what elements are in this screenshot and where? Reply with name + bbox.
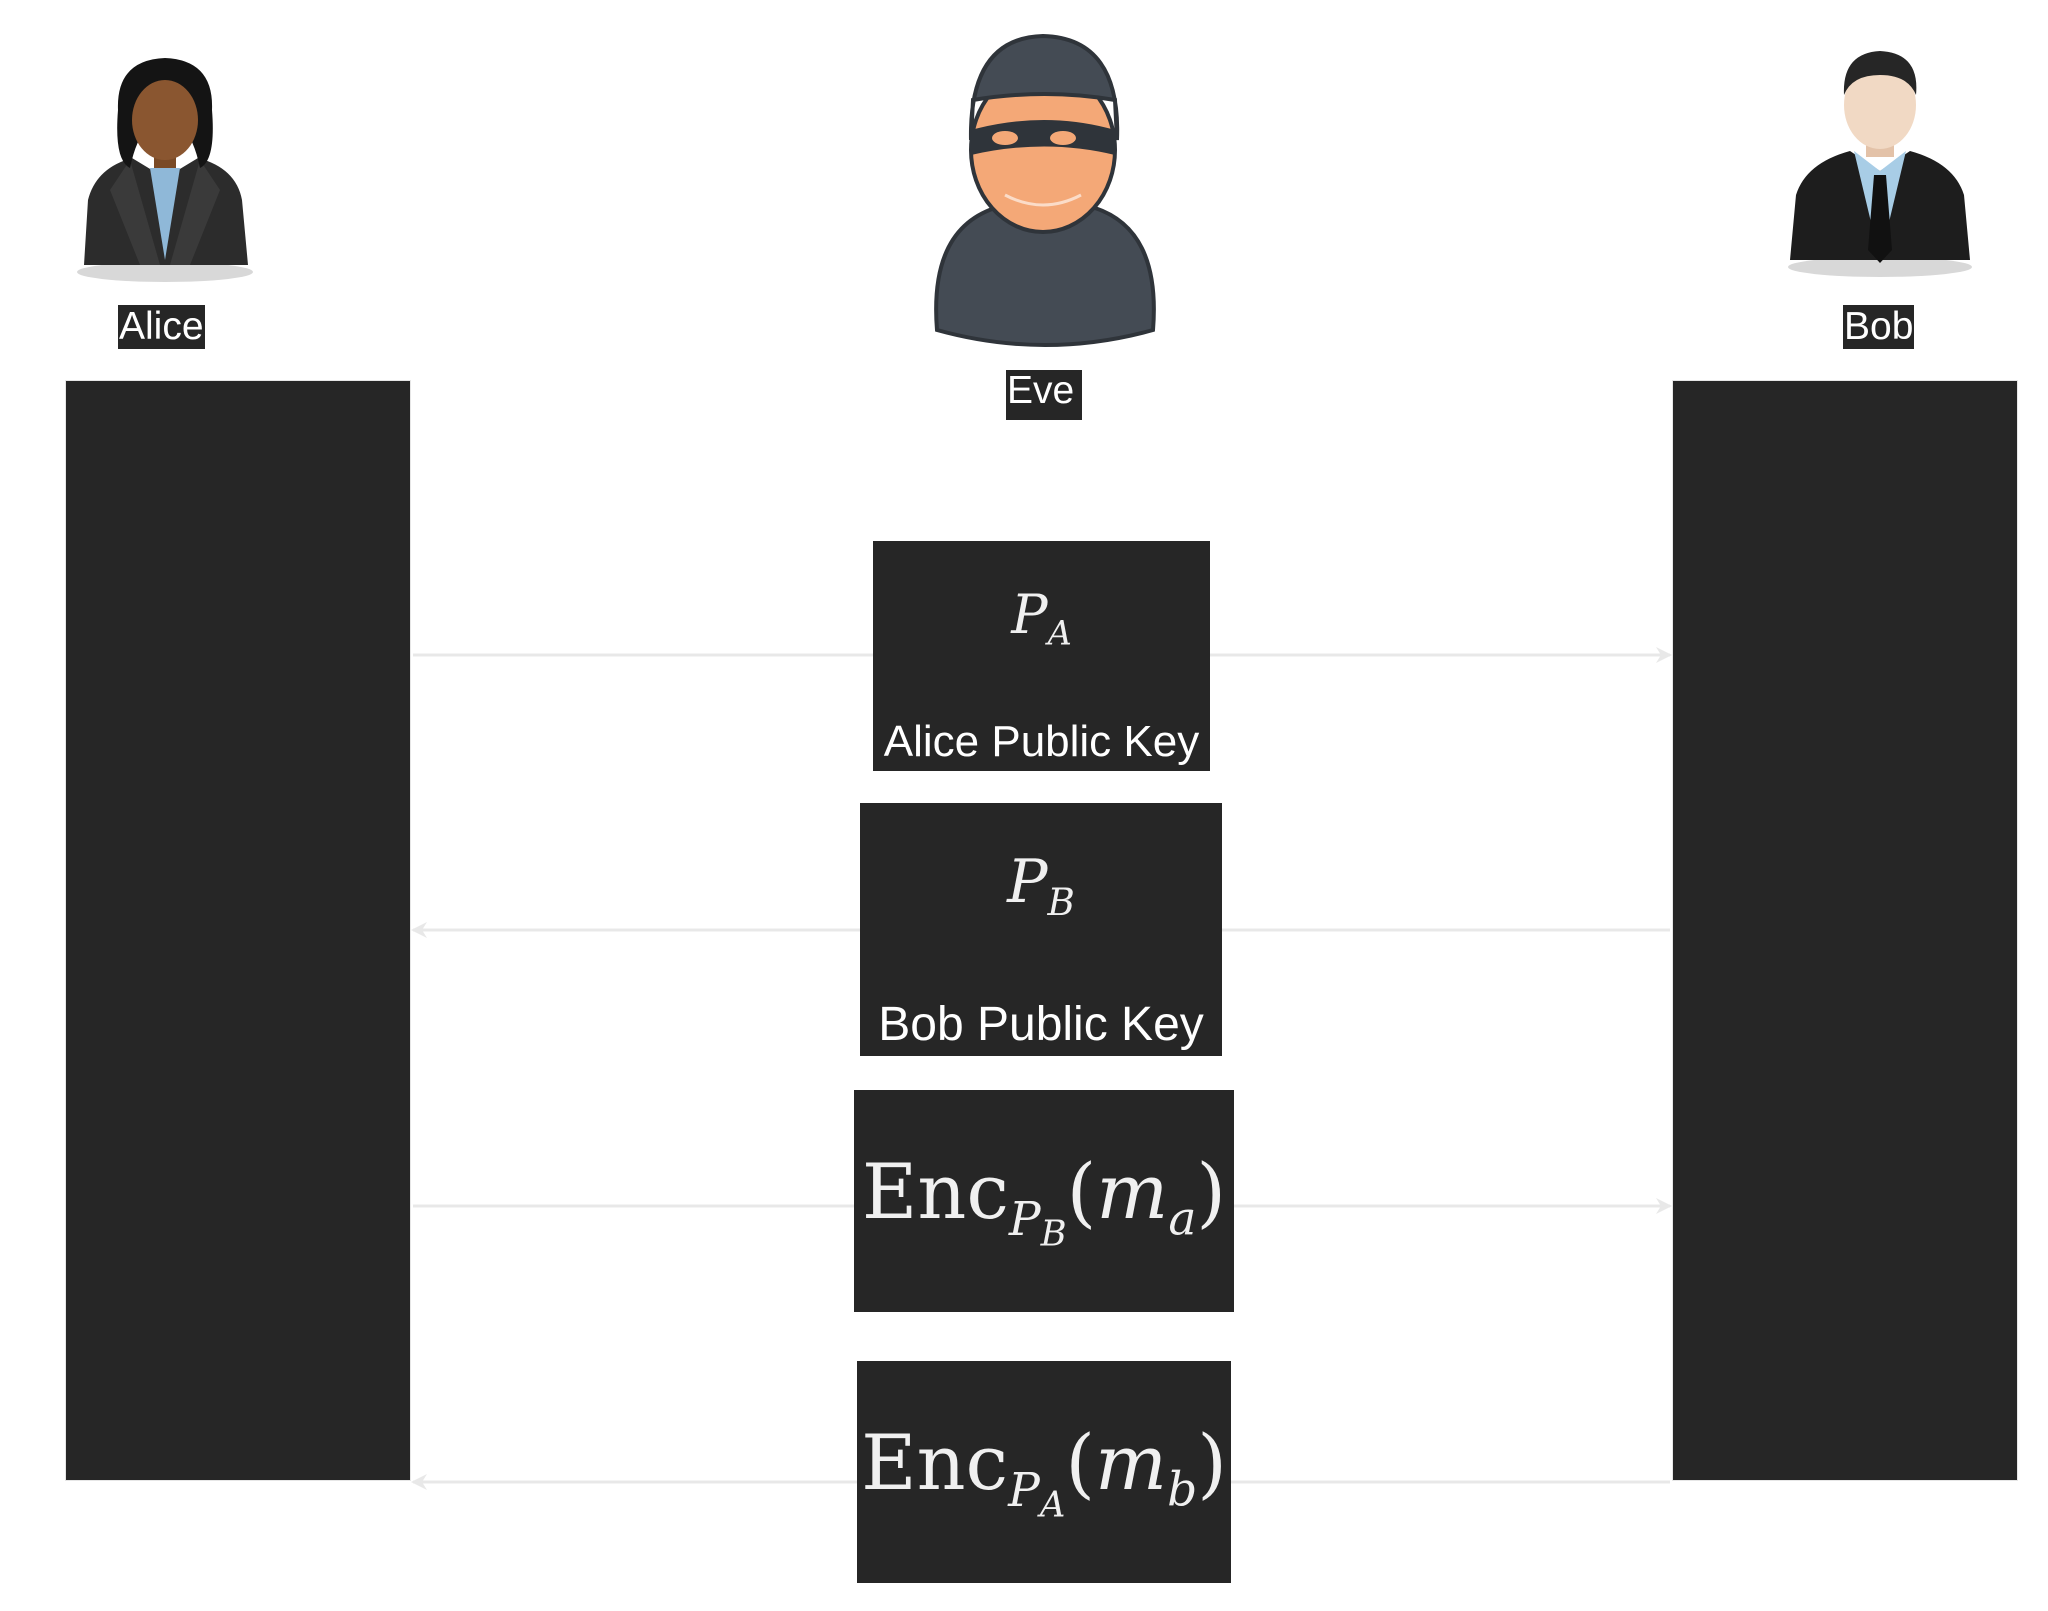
alice-public-key-box: PA Alice Public Key (873, 541, 1210, 771)
bob-public-key-box: PB Bob Public Key (860, 803, 1222, 1056)
bob-public-key-caption: Bob Public Key (878, 998, 1204, 1051)
enc-ma-formula: EncPB(ma) (861, 1147, 1227, 1255)
bob-public-key-symbol: PB (1007, 847, 1075, 925)
alice-public-key-caption: Alice Public Key (883, 717, 1200, 766)
businessman-avatar-icon (1788, 51, 1972, 277)
enc-mb-formula: EncPA(mb) (861, 1418, 1227, 1526)
eve-name-label: Eve (1006, 370, 1083, 420)
alice-name-label: Alice (118, 305, 205, 349)
businesswoman-avatar-icon (77, 58, 253, 282)
masked-thief-avatar-icon (934, 33, 1156, 347)
alice-lifeline (65, 380, 411, 1481)
bob-lifeline (1672, 380, 2018, 1481)
enc-ma-box: EncPB(ma) (854, 1090, 1234, 1312)
enc-mb-box: EncPA(mb) (857, 1361, 1231, 1583)
bob-name-label: Bob (1843, 305, 1915, 349)
alice-public-key-symbol: PA (1011, 583, 1072, 653)
